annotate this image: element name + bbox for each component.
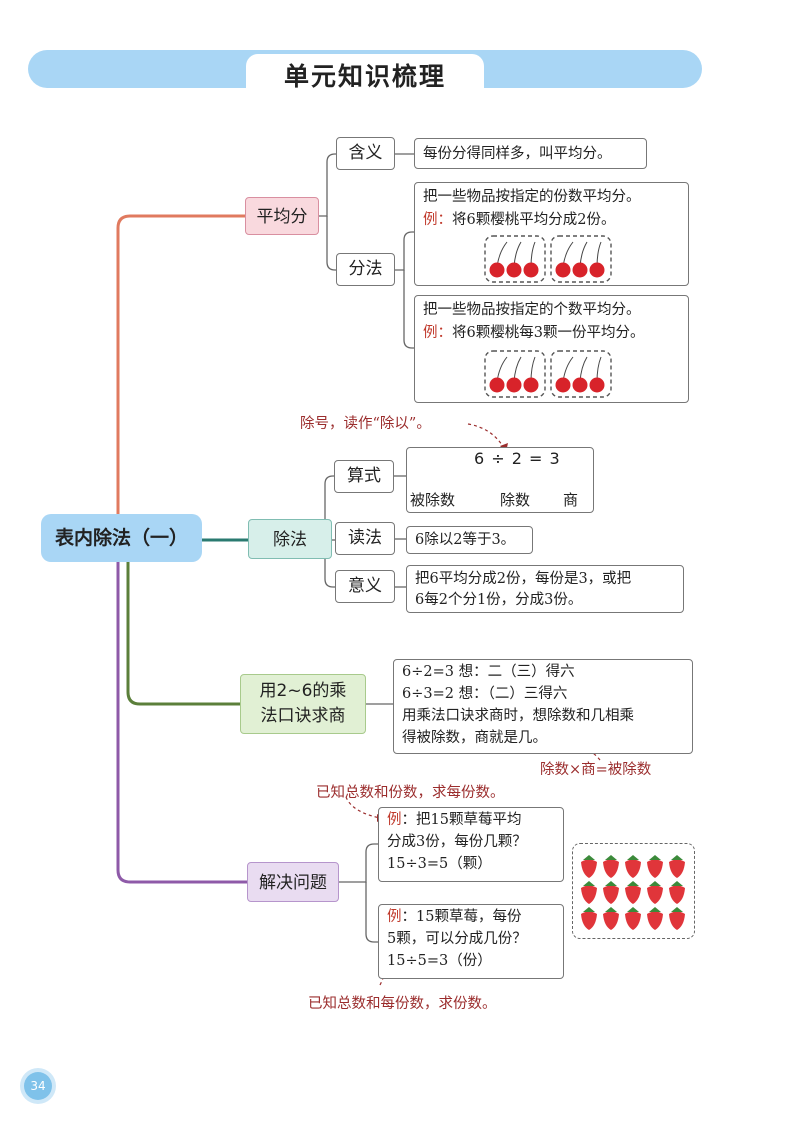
cherry-icon	[523, 241, 539, 278]
label-divisor: 除数	[500, 491, 531, 509]
strawberry-icon	[603, 855, 619, 878]
note-question-type2: 已知总数和每份数，求份数。	[308, 996, 497, 1012]
cherry-icon	[589, 241, 605, 278]
meaning-line2: 6每2个分1份，分成3份。	[415, 592, 583, 608]
example2-prefix: 例	[387, 909, 402, 925]
node-chufa: 除法	[248, 519, 332, 559]
root-node: 表内除法（一）	[41, 514, 202, 562]
note-question-type1: 已知总数和份数，求每份数。	[316, 785, 505, 801]
rhyme-line3: 用乘法口诀求商时，想除数和几相乘	[402, 708, 634, 724]
strawberry-icon	[669, 907, 685, 930]
node-koujue: 用2~6的乘 法口诀求商	[240, 674, 366, 734]
rhyme-line2: 6÷3=2 想：（二）三得六	[402, 686, 568, 702]
method1-example: 例：将6颗樱桃平均分成2份。	[423, 209, 680, 232]
box-fenfa-method1: 把一些物品按指定的份数平均分。 例：将6颗樱桃平均分成2份。	[414, 182, 689, 286]
box-reading: 6除以2等于3。	[406, 526, 533, 554]
strawberry-icon	[603, 881, 619, 904]
page-number: 34	[24, 1072, 52, 1100]
cherry-icon	[489, 241, 508, 278]
box-meaning: 把6平均分成2份，每份是3，或把 6每2个分1份，分成3份。	[406, 565, 684, 613]
example1-prefix: 例	[387, 812, 402, 828]
node-koujue-line2: 法口诀求商	[260, 706, 346, 726]
strawberry-icon	[581, 855, 597, 878]
rhyme-line1: 6÷2=3 想：二（三）得六	[402, 664, 575, 680]
strawberry-icon	[625, 855, 641, 878]
note-division-sign: 除号，读作“除以”。	[300, 416, 431, 432]
example1-text: ：把15颗草莓平均	[401, 812, 522, 828]
example1-line2: 分成3份，每份几颗？	[387, 834, 527, 850]
example-prefix: 例：	[423, 212, 452, 228]
method2-text: 把一些物品按指定的个数平均分。	[423, 302, 641, 318]
example2-line2: 5颗，可以分成几份？	[387, 931, 527, 947]
method2-example: 例：将6颗樱桃每3颗一份平均分。	[423, 322, 680, 345]
strawberry-icon	[669, 855, 685, 878]
box-example2: 例：15颗草莓，每份 5颗，可以分成几份？ 15÷5=3（份）	[378, 904, 564, 979]
node-pingjunfen: 平均分	[245, 197, 319, 235]
cherry-icon	[555, 356, 574, 393]
example1-line1: 例：把15颗草莓平均	[387, 809, 555, 831]
strawberry-icon	[603, 907, 619, 930]
example-prefix: 例：	[423, 325, 452, 341]
label-quotient: 商	[563, 491, 579, 509]
cherry-group	[484, 350, 546, 398]
box-multiplication-rhyme: 6÷2=3 想：二（三）得六 6÷3=2 想：（二）三得六 用乘法口诀求商时，想…	[393, 659, 693, 754]
strawberry-icon	[625, 881, 641, 904]
example1-line3: 15÷3=5（颗）	[387, 856, 492, 872]
example-text: 将6颗樱桃平均分成2份。	[452, 212, 616, 228]
node-hanyi: 含义	[336, 137, 395, 170]
node-fenfa: 分法	[336, 253, 395, 286]
cherry-icon	[572, 356, 588, 393]
rhyme-line4: 得被除数，商就是几。	[402, 730, 547, 746]
node-koujue-line1: 用2~6的乘	[259, 681, 347, 701]
strawberry-icon	[581, 881, 597, 904]
box-division-expression	[406, 447, 594, 513]
page-title: 单元知识梳理	[283, 62, 446, 91]
cherry-icon	[506, 356, 522, 393]
meaning-line1: 把6平均分成2份，每份是3，或把	[415, 571, 632, 587]
example-text: 将6颗樱桃每3颗一份平均分。	[452, 325, 645, 341]
strawberry-icon	[625, 907, 641, 930]
strawberry-illustration	[572, 843, 695, 939]
cherry-illustration-3-each	[484, 350, 612, 398]
cherry-icon	[555, 241, 574, 278]
note-relation: 除数×商=被除数	[540, 762, 652, 778]
strawberry-icon	[581, 907, 597, 930]
cherry-icon	[506, 241, 522, 278]
cherry-illustration-2-groups	[484, 235, 612, 283]
cherry-icon	[589, 356, 605, 393]
strawberry-icon	[647, 855, 663, 878]
method1-text: 把一些物品按指定的份数平均分。	[423, 189, 641, 205]
cherry-group	[484, 235, 546, 283]
cherry-icon	[572, 241, 588, 278]
node-jiejue: 解决问题	[247, 862, 339, 902]
header-title-tab	[246, 54, 484, 96]
cherry-icon	[489, 356, 508, 393]
box-example1: 例：把15颗草莓平均 分成3份，每份几颗？ 15÷3=5（颗）	[378, 807, 564, 882]
node-dufa: 读法	[335, 522, 395, 555]
box-hanyi-definition: 每份分得同样多，叫平均分。	[414, 138, 647, 169]
example2-text: ：15颗草莓，每份	[401, 909, 522, 925]
node-yiyi: 意义	[335, 570, 395, 603]
cherry-icon	[523, 356, 539, 393]
label-dividend: 被除数	[410, 491, 456, 509]
example2-line1: 例：15颗草莓，每份	[387, 906, 555, 928]
strawberry-icon	[647, 881, 663, 904]
strawberry-icon	[669, 881, 685, 904]
strawberry-icon	[647, 907, 663, 930]
example2-line3: 15÷5=3（份）	[387, 953, 492, 969]
cherry-group	[550, 235, 612, 283]
division-expression: 6 ÷ 2 = 3	[474, 449, 561, 468]
strawberry-grid	[581, 855, 685, 930]
box-fenfa-method2: 把一些物品按指定的个数平均分。 例：将6颗樱桃每3颗一份平均分。	[414, 295, 689, 403]
cherry-group	[550, 350, 612, 398]
node-shishi: 算式	[334, 460, 394, 493]
